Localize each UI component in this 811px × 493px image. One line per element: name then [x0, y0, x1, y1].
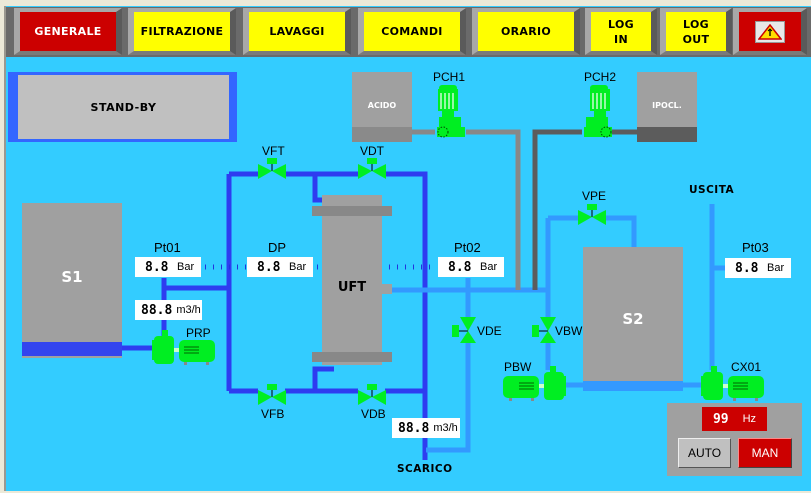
nav-lavaggi-button[interactable]: LAVAGGI: [243, 8, 351, 55]
flow-out-value: 88.8: [398, 420, 430, 436]
flow-in-display: 88.8 m3/h: [135, 300, 202, 320]
uft-label: UFT: [337, 280, 367, 295]
dp-label: DP: [268, 240, 287, 255]
tank-ipocl-label: IPOCL.: [652, 101, 682, 110]
nav-login-button[interactable]: LOG IN: [585, 8, 657, 55]
scarico-label: SCARICO: [397, 463, 453, 475]
nav-filtrazione-label: FILTRAZIONE: [140, 25, 224, 38]
valve-vbw[interactable]: [532, 317, 560, 343]
nav-generale-label: GENERALE: [34, 25, 102, 38]
flow-in-unit: m3/h: [176, 304, 201, 316]
pump-cx01-label: CX01: [731, 360, 762, 374]
nav-lavaggi-label: LAVAGGI: [269, 25, 325, 38]
tank-acido-label: ACIDO: [367, 101, 397, 110]
flow-out-display: 88.8 m3/h: [392, 418, 460, 438]
valve-vpe-label: VPE: [582, 189, 607, 203]
tank-acido-level: [352, 127, 412, 142]
pump-prp-label: PRP: [186, 326, 211, 340]
tank-s2-label: S2: [622, 310, 644, 328]
valve-vft[interactable]: [258, 158, 286, 184]
uft-membrane[interactable]: [322, 195, 382, 365]
uscita-label: USCITA: [689, 184, 735, 196]
flow-in-value: 88.8: [141, 302, 173, 318]
tank-s2-level: [583, 381, 683, 391]
valve-vde-label: VDE: [477, 324, 502, 338]
nav-filtrazione-button[interactable]: FILTRAZIONE: [128, 8, 236, 55]
pipe-vpe: [548, 215, 637, 247]
pt01-label: Pt01: [154, 240, 181, 255]
tank-s1-level: [22, 342, 122, 356]
dp-unit: Bar: [289, 261, 307, 273]
pump-pch2-label: PCH2: [584, 70, 617, 84]
pt02-value: 8.8: [448, 259, 472, 275]
valve-vft-label: VFT: [262, 144, 285, 158]
frequency-unit: Hz: [742, 413, 757, 425]
pt03-label: Pt03: [742, 240, 769, 255]
valve-vfb-label: VFB: [261, 407, 285, 421]
nav-comandi-button[interactable]: COMANDI: [358, 8, 466, 55]
uft-top-flange: [312, 206, 392, 216]
status-display: STAND-BY: [18, 75, 229, 139]
uft-permeate-port: [382, 284, 392, 294]
pt01-display: 8.8 Bar: [135, 257, 201, 277]
flow-out-unit: m3/h: [433, 422, 458, 434]
pump-pch2[interactable]: [582, 85, 614, 141]
nav-login-label: LOG IN: [608, 17, 634, 46]
valve-vpe[interactable]: [578, 204, 606, 230]
pump-prp[interactable]: [152, 330, 218, 366]
pump-pbw[interactable]: [500, 366, 566, 402]
nav-generale-button[interactable]: GENERALE: [14, 8, 122, 55]
nav-logout-button[interactable]: LOG OUT: [660, 8, 732, 55]
pipe-ipocl: [532, 129, 637, 290]
pump-cx01[interactable]: [701, 366, 767, 402]
pt02-label: Pt02: [454, 240, 481, 255]
pt01-value: 8.8: [145, 259, 169, 275]
pt03-value: 8.8: [735, 260, 759, 276]
valve-vfb[interactable]: [258, 384, 286, 410]
nav-logout-label: LOG OUT: [682, 17, 710, 46]
nav-alarm-button[interactable]: [733, 8, 807, 55]
tank-s2[interactable]: [583, 247, 683, 387]
valve-vdt-label: VDT: [360, 144, 384, 158]
nav-comandi-label: COMANDI: [381, 25, 443, 38]
valve-vdb[interactable]: [358, 384, 386, 410]
valve-vdb-label: VDB: [361, 407, 386, 421]
uft-bottom-flange: [312, 352, 392, 362]
dp-display: 8.8 Bar: [247, 257, 313, 277]
status-text: STAND-BY: [90, 100, 157, 114]
pipe-vde-drain: [426, 278, 471, 453]
pump-pch1[interactable]: [435, 85, 467, 141]
pt02-unit: Bar: [480, 261, 498, 273]
frequency-display: 99 Hz: [702, 407, 767, 431]
auto-mode-button[interactable]: AUTO: [678, 438, 731, 468]
man-mode-button[interactable]: MAN: [738, 438, 792, 468]
tank-s1[interactable]: [22, 203, 122, 358]
pipe-acido: [412, 129, 521, 290]
pump-pch1-label: PCH1: [433, 70, 466, 84]
pt03-unit: Bar: [767, 262, 785, 274]
nav-orario-label: ORARIO: [500, 25, 552, 38]
pipe-top-manifold: [229, 171, 428, 460]
valve-vde[interactable]: [452, 317, 480, 343]
pump-pbw-label: PBW: [504, 360, 532, 374]
pt02-display: 8.8 Bar: [438, 257, 504, 277]
valve-vbw-label: VBW: [555, 324, 583, 338]
tank-s1-label: S1: [61, 268, 83, 286]
nav-orario-button[interactable]: ORARIO: [472, 8, 580, 55]
pipe-uft-bottom: [312, 366, 334, 391]
valve-vdt[interactable]: [358, 158, 386, 184]
dp-value: 8.8: [257, 259, 281, 275]
warning-icon: [755, 20, 785, 43]
pt01-unit: Bar: [177, 261, 195, 273]
frequency-value: 99: [712, 411, 729, 427]
pt03-display: 8.8 Bar: [725, 258, 791, 278]
tank-ipocl-level: [637, 127, 697, 142]
